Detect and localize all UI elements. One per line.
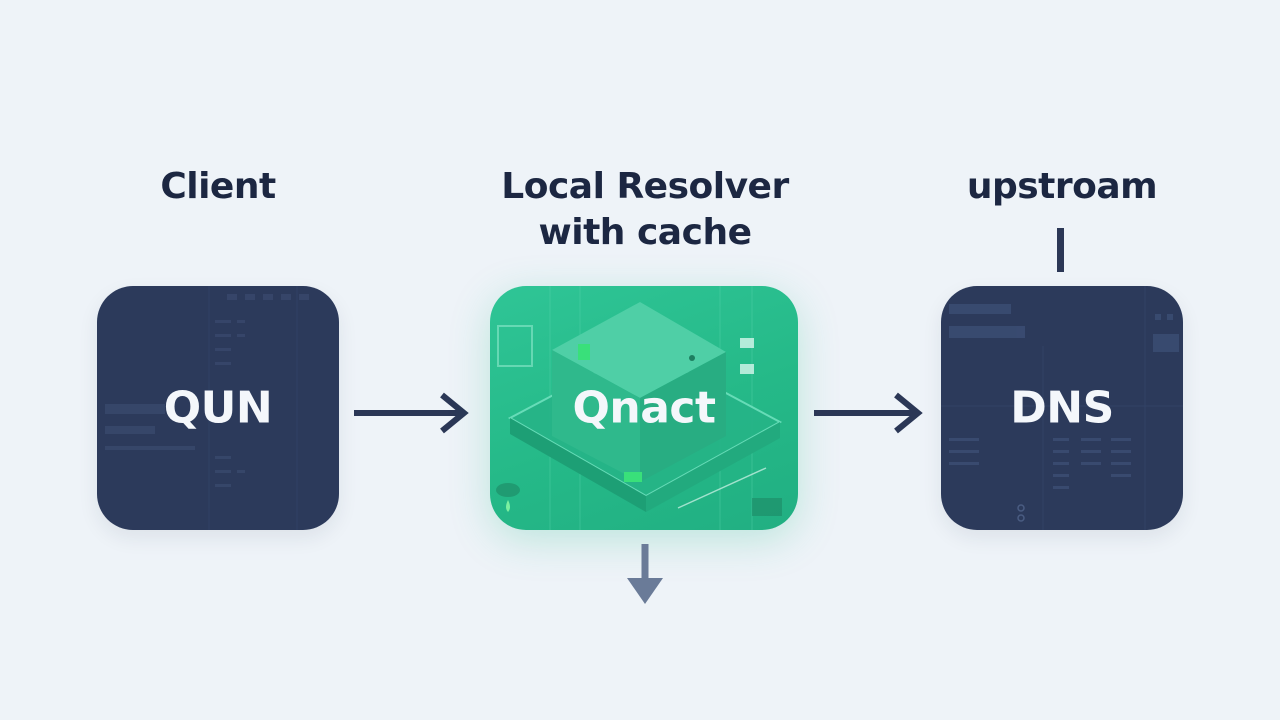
resolver-box-text: Qnact bbox=[572, 382, 716, 434]
arrow-resolver-to-upstream bbox=[814, 392, 923, 434]
arrow-resolver-down bbox=[627, 544, 663, 604]
client-box-text: QUN bbox=[163, 382, 273, 434]
upstream-box-texture bbox=[941, 286, 1183, 530]
client-box-texture bbox=[105, 286, 309, 530]
resolver-box-illustration bbox=[496, 286, 783, 530]
upstream-box: DNS bbox=[941, 286, 1183, 530]
resolver-heading: Local Resolver with cache bbox=[470, 164, 820, 256]
resolver-box: Qnact bbox=[490, 286, 798, 530]
client-heading: Client bbox=[160, 166, 276, 207]
resolver-heading-line1: Local Resolver bbox=[501, 166, 789, 207]
resolver-heading-line2: with cache bbox=[538, 212, 753, 253]
upstream-connector bbox=[1057, 228, 1064, 272]
upstream-box-text: DNS bbox=[1010, 382, 1114, 434]
arrow-client-to-resolver bbox=[354, 392, 469, 434]
upstream-heading: upstroam bbox=[966, 166, 1158, 207]
client-box: QUN bbox=[97, 286, 339, 530]
